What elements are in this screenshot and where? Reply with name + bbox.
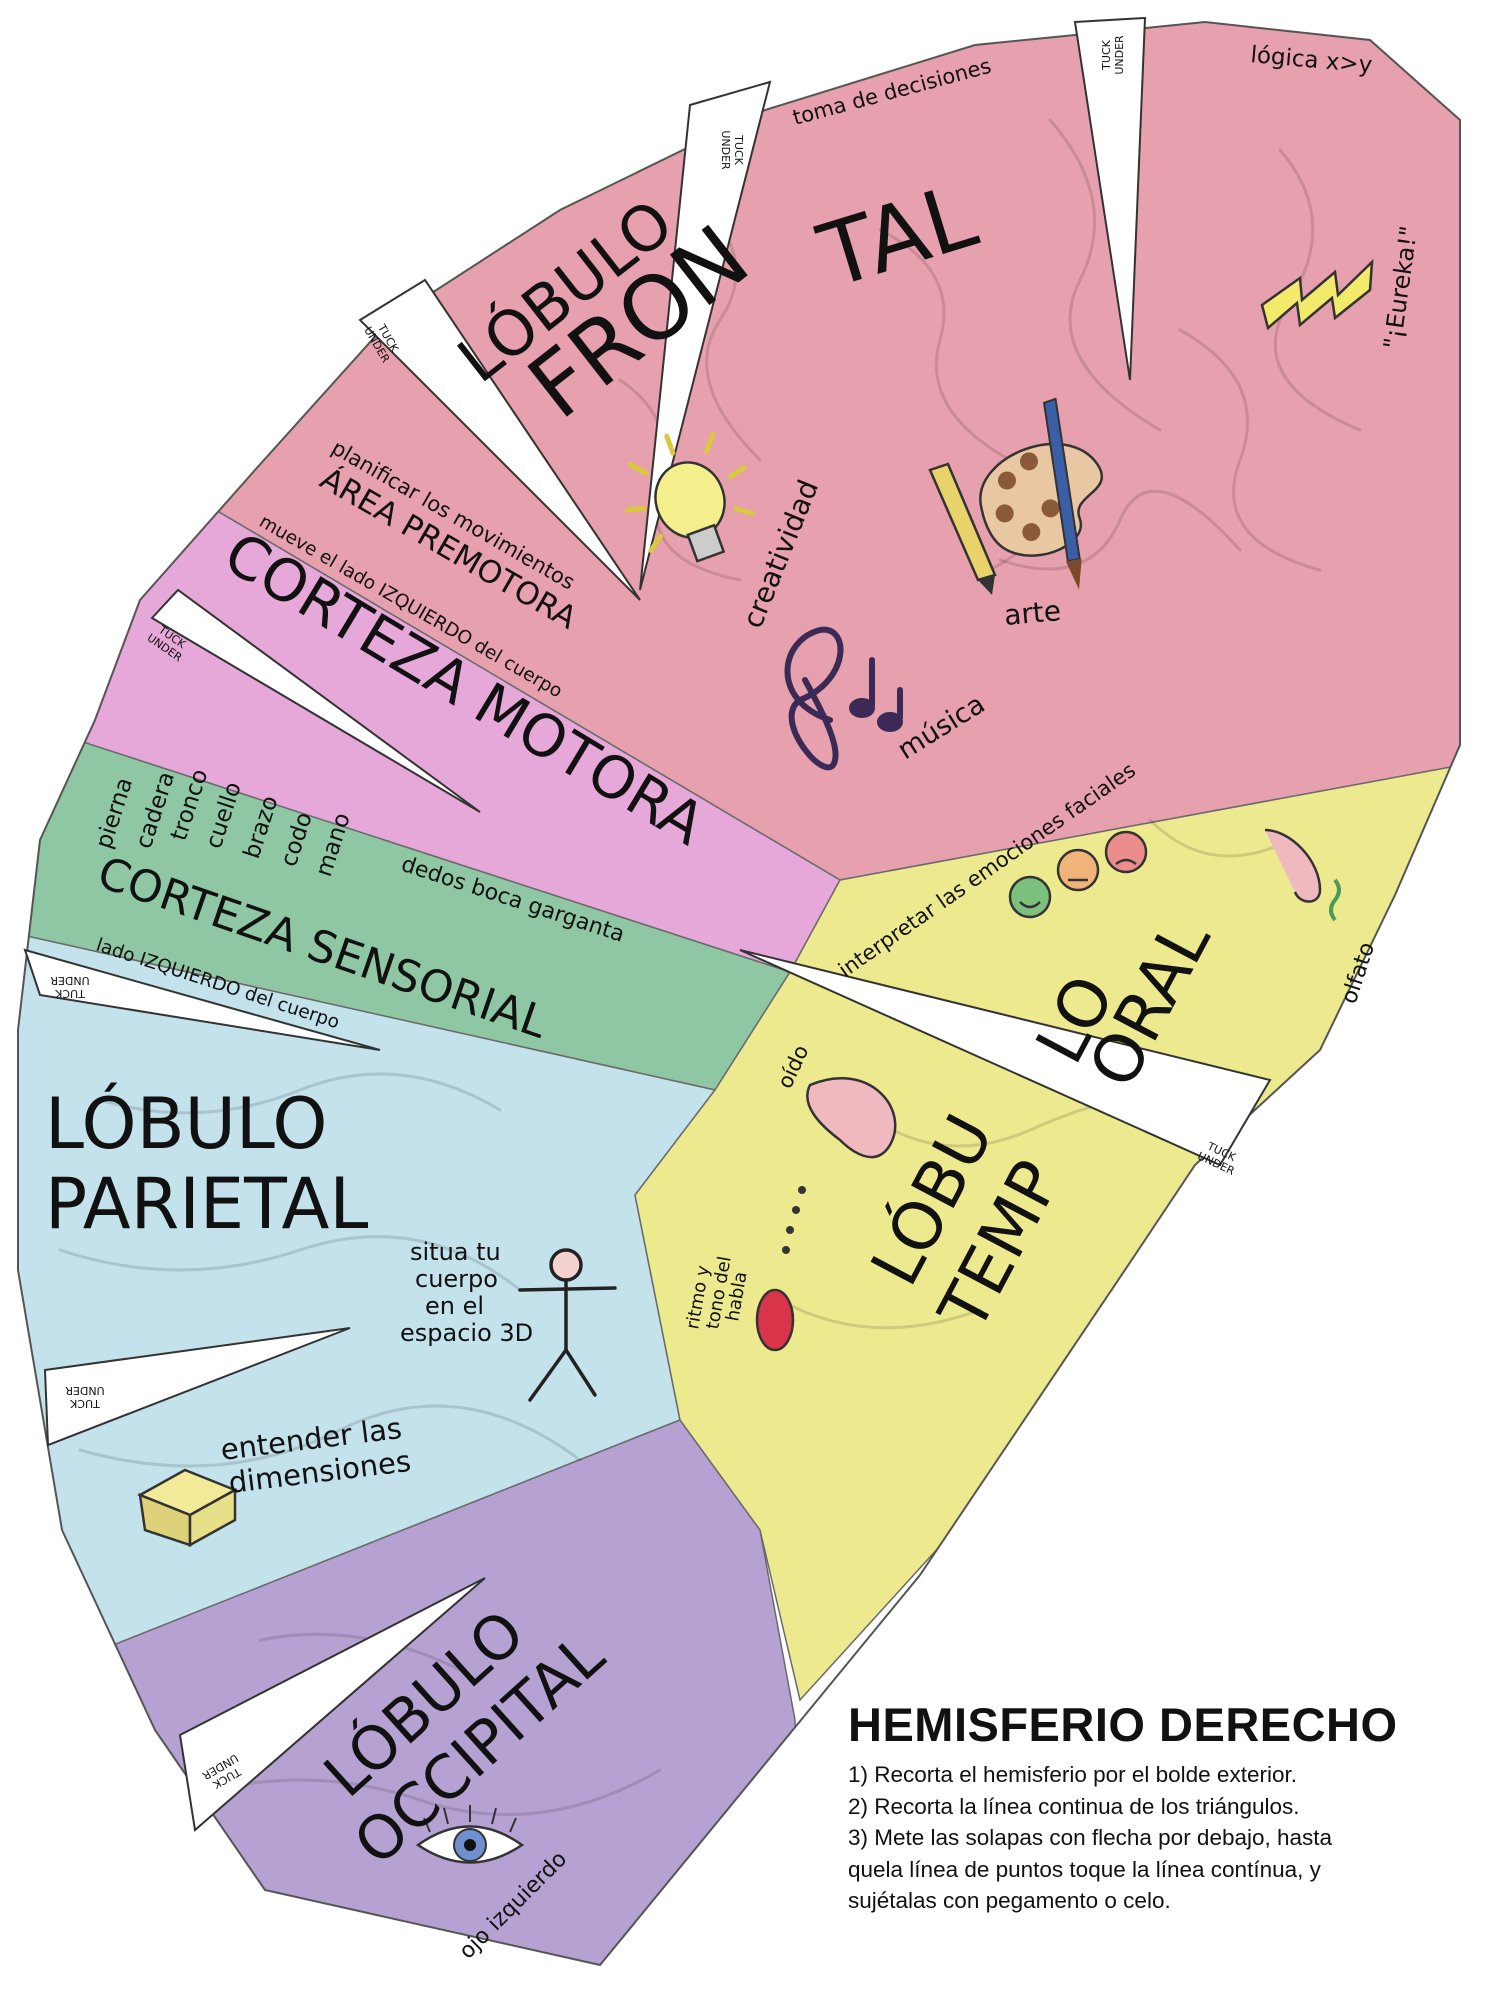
parietal-title-1: LÓBULO (45, 1083, 327, 1165)
tuck-under-label-2-line-1: TUCK (1100, 39, 1113, 70)
instruction-step-4: quela línea de puntos toque la línea con… (848, 1854, 1468, 1886)
instruction-step-1: 1) Recorta el hemisferio por el bolde ex… (848, 1759, 1468, 1791)
tuck-under-label-2-line-2: UNDER (1113, 35, 1126, 75)
parietal-title-2: PARIETAL (45, 1163, 368, 1245)
tuck-under-label-6-line-1: TUCK (69, 1397, 100, 1410)
tuck-under-label-5-line-1: TUCK (54, 987, 85, 1000)
instructions-block: HEMISFERIO DERECHO 1) Recorta el hemisfe… (848, 1700, 1468, 1917)
tuck-under-label-6-line-2: UNDER (65, 1384, 105, 1397)
parietal-body-2: cuerpo (415, 1265, 498, 1293)
instruction-step-2: 2) Recorta la línea continua de los triá… (848, 1791, 1468, 1823)
tuck-under-label-5-line-2: UNDER (50, 974, 90, 987)
instructions-title: HEMISFERIO DERECHO (848, 1700, 1468, 1749)
instruction-step-3: 3) Mete las solapas con flecha por debaj… (848, 1822, 1468, 1854)
tuck-under-label-1-line-1: TUCK (732, 134, 745, 165)
parietal-body-4: espacio 3D (400, 1319, 533, 1347)
art-label: arte (1003, 594, 1063, 632)
parietal-body-3: en el (425, 1292, 484, 1320)
instruction-step-5: sujétalas con pegamento o celo. (848, 1885, 1468, 1917)
parietal-body-1: situa tu (410, 1238, 501, 1266)
tuck-under-label-1-line-2: UNDER (719, 130, 732, 170)
